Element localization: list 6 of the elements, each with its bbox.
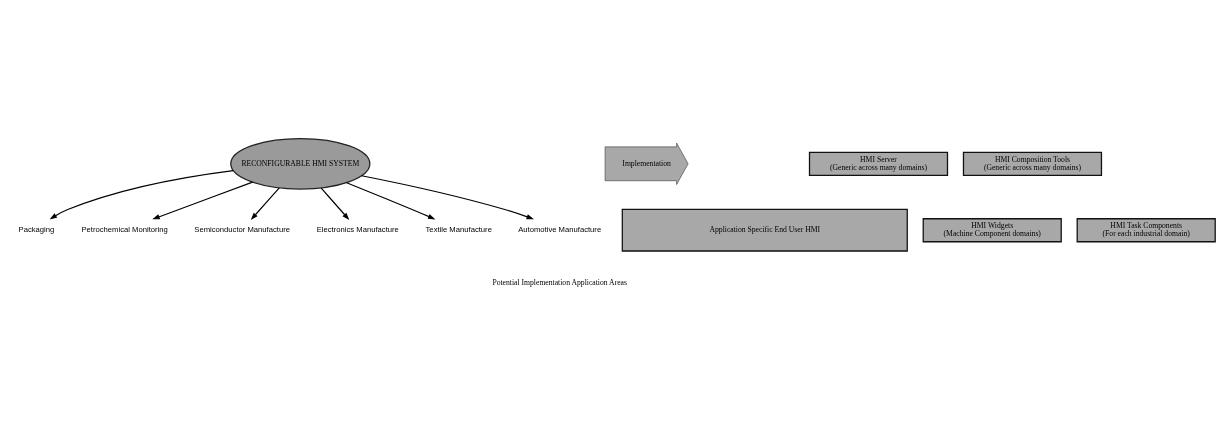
arrow bbox=[152, 181, 254, 220]
arrow bbox=[49, 170, 234, 220]
arrow bbox=[346, 182, 436, 220]
arrow bbox=[361, 175, 534, 220]
arrow bbox=[320, 187, 350, 220]
arrow bbox=[250, 187, 280, 220]
